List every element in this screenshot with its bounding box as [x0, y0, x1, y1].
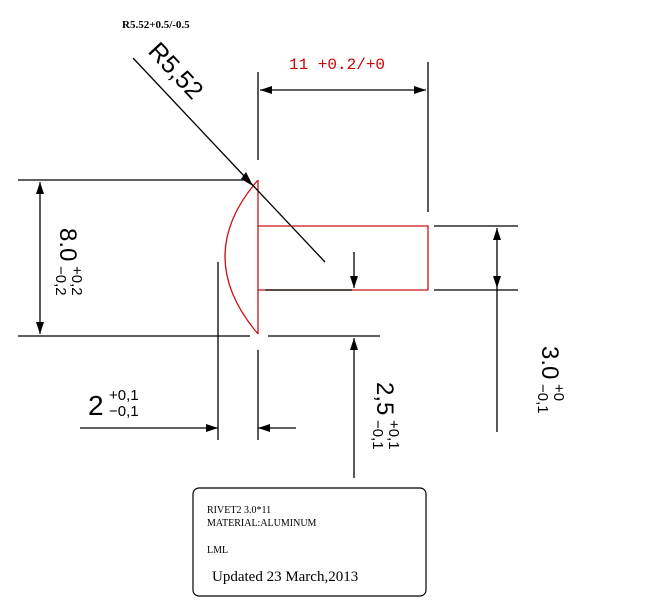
head-thickness-main: 2: [88, 390, 104, 421]
shank-offset-dimension: [350, 252, 358, 478]
shank-diameter-lower: −0,1: [534, 384, 551, 414]
head-height-upper: +0,2: [68, 266, 85, 296]
title-block-frame: [192, 487, 427, 597]
head-thickness-lower: −0,1: [109, 403, 139, 420]
radius-leader: [132, 57, 326, 263]
head-thickness-dimension: [80, 424, 296, 432]
extension-lines: [18, 62, 518, 440]
rivet-head-dome: [224, 179, 259, 335]
head-height-main: 8.0: [54, 228, 81, 261]
title-block-line3: LML: [207, 545, 228, 556]
shank-diameter-upper: +0: [550, 384, 567, 401]
radius-label: R5,52: [143, 37, 209, 105]
radius-note: R5.52+0.5/-0.5: [122, 19, 190, 31]
shank-offset-main: 2,5: [371, 382, 398, 415]
head-thickness-text: 2 +0,1 −0,1: [88, 387, 139, 421]
title-block-line1: RIVET2 3.0*11: [207, 505, 271, 516]
shank-diameter-main: 3.0: [536, 346, 563, 379]
title-block-line2: MATERIAL:ALUMINUM: [207, 518, 317, 529]
shank-offset-upper: +0,1: [385, 420, 402, 450]
head-height-text: 8.0 +0,2 −0,2: [52, 228, 85, 296]
rivet-part: [224, 179, 429, 335]
shank-offset-text: 2,5 +0,1 −0,1: [369, 382, 402, 450]
length-tolerance: 11 +0.2/+0: [289, 56, 385, 74]
length-dimension: [260, 86, 426, 94]
shank-offset-lower: −0,1: [369, 420, 386, 450]
rivet-shank: [258, 225, 429, 291]
title-block: RIVET2 3.0*11 MATERIAL:ALUMINUM LML Upda…: [192, 487, 427, 597]
title-block-updated: Updated 23 March,2013: [212, 569, 358, 585]
shank-diameter-text: 3.0 +0 −0,1: [534, 346, 567, 414]
head-height-lower: −0,2: [52, 266, 69, 296]
shank-diameter-dimension: [493, 228, 501, 432]
head-thickness-upper: +0,1: [109, 387, 139, 404]
head-height-dimension: [36, 182, 44, 334]
